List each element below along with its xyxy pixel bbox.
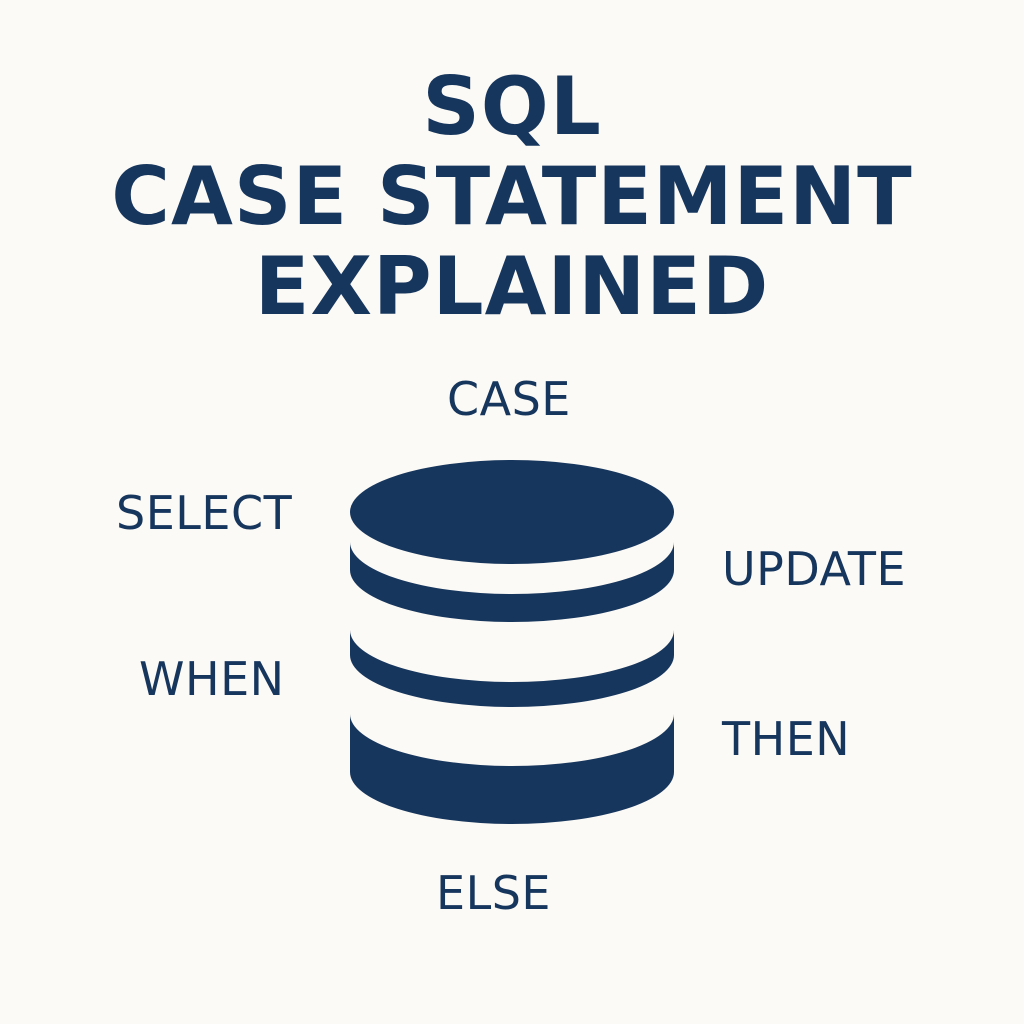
- database-band-middle: [350, 630, 674, 707]
- title-line-3: EXPLAINED: [254, 240, 770, 333]
- title-line-1: SQL: [422, 60, 602, 153]
- keyword-select: SELECT: [116, 486, 293, 540]
- keyword-else: ELSE: [436, 866, 551, 920]
- database-band-bottom: [350, 714, 674, 824]
- database-band-upper: [350, 542, 674, 622]
- database-icon: [350, 460, 674, 824]
- keyword-then: THEN: [722, 712, 851, 766]
- keyword-update: UPDATE: [722, 542, 907, 596]
- keyword-when: WHEN: [139, 652, 285, 706]
- keyword-case: CASE: [447, 372, 571, 426]
- page-title: SQL CASE STATEMENT EXPLAINED: [0, 62, 1024, 332]
- database-top-disk: [350, 460, 674, 564]
- title-line-2: CASE STATEMENT: [111, 150, 913, 243]
